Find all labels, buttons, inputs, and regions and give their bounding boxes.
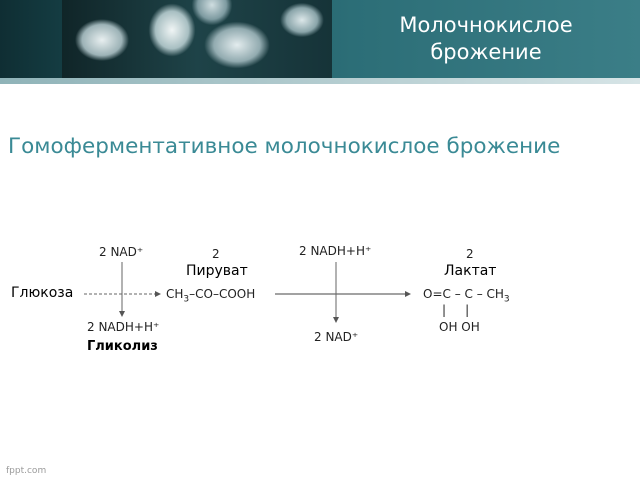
slide-title-line1: Молочнокислое [399,13,573,37]
pyruvate-label: Пируват [186,263,248,279]
pyruvate-formula-b: –CO–COOH [189,287,256,301]
nadh-bottom-label: 2 NADH+H⁺ [87,320,160,334]
pyruvate-count: 2 [212,247,220,261]
nadh-top-label: 2 NADH+H⁺ [299,244,372,258]
glucose-label: Глюкоза [11,285,74,301]
bacteria-photo [62,0,332,78]
slide-title: Молочнокислое брожение [376,12,596,66]
pyruvate-formula-a: CH [166,287,184,301]
banner-stripe [0,78,640,84]
header-banner: Молочнокислое брожение [0,0,640,78]
lactate-hydroxyls: OH OH [439,320,480,334]
slide-title-line2: брожение [430,40,542,64]
lactate-bonds: | | [442,303,470,317]
pyruvate-formula-sub: 3 [183,294,190,305]
lactate-formula-a: O=C – C – CH [423,287,504,301]
slide-heading: Гомоферментативное молочнокислое брожени… [8,134,561,159]
lactate-label: Лактат [444,263,497,279]
footer-logo: fppt.com [6,466,47,476]
lactate-formula: O=C – C – CH3 [423,287,510,304]
pyruvate-formula: CH3–CO–COOH [166,287,255,304]
nad-top-label: 2 NAD⁺ [99,245,144,259]
lactate-count: 2 [466,247,474,261]
glycolysis-label: Гликолиз [87,339,158,354]
nad-bottom-label: 2 NAD⁺ [314,330,359,344]
lactate-formula-sub: 3 [503,294,510,305]
